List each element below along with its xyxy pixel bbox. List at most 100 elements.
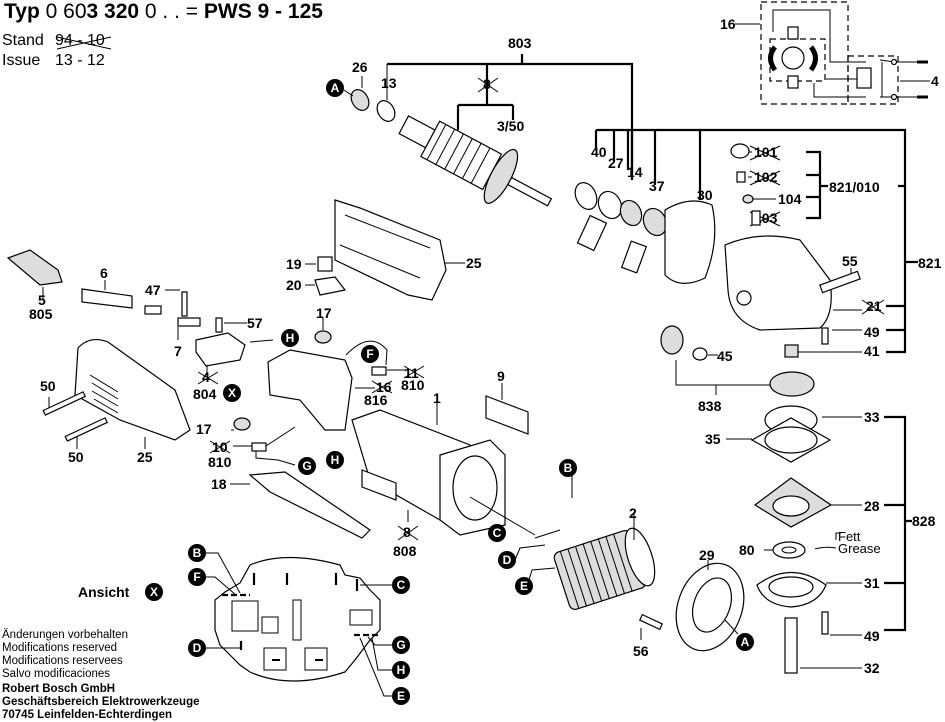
label-plate-9	[485, 395, 529, 435]
schematic-dashed-box	[760, 1, 849, 105]
svg-text:X: X	[228, 386, 236, 400]
screw-49	[821, 327, 829, 345]
label-16: 16	[720, 16, 736, 32]
screw-57	[215, 317, 223, 333]
washer-104	[742, 194, 754, 204]
label-25b: 25	[137, 449, 153, 465]
spring-17b	[233, 417, 251, 431]
svg-text:F: F	[193, 570, 200, 584]
armature-3-50	[398, 115, 553, 207]
bearing-26	[350, 89, 370, 111]
svg-text:C: C	[493, 526, 502, 540]
label-828: 828	[912, 513, 936, 529]
notice-en: Modifications reserved	[2, 642, 118, 654]
rear-cover-25	[74, 338, 191, 441]
gear-side-parts: 40 27 14 37 30	[574, 128, 716, 284]
plug-5	[6, 249, 63, 286]
label-803: 803	[508, 35, 532, 51]
marker-e-1: E	[515, 577, 533, 595]
switch-4	[195, 332, 246, 367]
marker-a-2: A	[736, 633, 754, 651]
label-5: 5	[38, 292, 46, 308]
svg-text:A: A	[741, 635, 750, 649]
label-19: 19	[286, 256, 302, 272]
stand-value-struck: 94 - 10	[55, 32, 112, 50]
label-20: 20	[286, 277, 302, 293]
svg-text:E: E	[520, 579, 528, 593]
typ-label: Typ	[4, 0, 40, 23]
label-41: 41	[864, 343, 880, 359]
label-40: 40	[591, 144, 607, 160]
label-55: 55	[842, 253, 858, 269]
cable-and-switch: 5 805 6 47 57 7 4 804	[6, 249, 274, 402]
svg-text:E: E	[397, 689, 405, 703]
label-9: 9	[497, 368, 505, 384]
bearing-45	[692, 347, 708, 361]
marker-f-1: F	[361, 345, 379, 363]
marker-a-label: A	[331, 81, 340, 95]
washer-80	[772, 541, 806, 559]
issue-row: Issue 13 - 12	[2, 52, 105, 70]
label-6: 6	[100, 265, 108, 281]
marker-b-2: B	[188, 544, 206, 562]
svg-text:B: B	[564, 461, 573, 475]
bearing-14	[619, 199, 643, 227]
notice-de: Änderungen vorbehalten	[2, 629, 128, 641]
label-804: 804	[193, 386, 217, 402]
marker-a	[326, 79, 344, 97]
screw-49b	[821, 611, 829, 635]
spindle-cover-30	[664, 200, 716, 284]
label-32: 32	[864, 660, 880, 676]
screw-55	[819, 270, 861, 294]
svg-text:D: D	[193, 641, 202, 655]
carbon-brush-b	[251, 442, 267, 452]
wire	[813, 83, 866, 98]
marker-h-1: H	[281, 329, 299, 347]
terminal	[890, 93, 898, 101]
svg-text:F: F	[366, 347, 373, 361]
company-division: Geschäftsbereich Elektrowerkzeuge	[2, 696, 200, 708]
gear-housing-21	[724, 235, 832, 331]
suppressor	[856, 67, 872, 89]
clip-20	[314, 276, 347, 296]
view-x-outline	[214, 556, 381, 682]
svg-text:H: H	[331, 453, 340, 467]
switch-dashed-box	[847, 55, 899, 105]
marker-d-2: D	[188, 639, 206, 657]
label-25a: 25	[466, 255, 482, 271]
stand-row: Stand 94 - 10	[2, 32, 112, 50]
label-1: 1	[433, 390, 441, 406]
label-37: 37	[649, 178, 665, 194]
marker-h-3: H	[392, 661, 410, 679]
typ-number-prefix: 0 60	[45, 0, 87, 23]
label-838: 838	[698, 398, 722, 414]
pin-103	[751, 210, 761, 226]
label-26: 26	[352, 59, 368, 75]
label-80: 80	[739, 542, 755, 558]
marker-g-2: G	[392, 636, 410, 654]
label-821-010: 821/010	[829, 179, 880, 195]
housing-cover-top: 19 20 25	[286, 199, 482, 301]
screw-50a	[42, 391, 87, 416]
grease-note-fett: Fett	[838, 529, 861, 544]
svg-text:G: G	[302, 459, 311, 473]
field-coil-left	[768, 45, 778, 72]
armature-symbol	[781, 46, 805, 70]
ansicht-label: Ansicht	[78, 584, 130, 600]
company-address: 70745 Leinfelden-Echterdingen	[2, 709, 172, 721]
wire	[772, 9, 866, 63]
label-28: 28	[864, 498, 880, 514]
typ-number-bold: 3 320	[86, 0, 140, 23]
label-7: 7	[174, 343, 182, 359]
pinion-gear	[660, 325, 684, 355]
spring-102	[736, 171, 746, 183]
wiring-schematic: 16 4	[720, 1, 939, 105]
label-57: 57	[247, 315, 263, 331]
rail-18	[248, 471, 371, 539]
terminal	[890, 58, 898, 66]
label-821: 821	[918, 255, 942, 271]
svg-text:X: X	[150, 585, 158, 599]
label-47: 47	[145, 282, 161, 298]
label-27: 27	[608, 155, 624, 171]
